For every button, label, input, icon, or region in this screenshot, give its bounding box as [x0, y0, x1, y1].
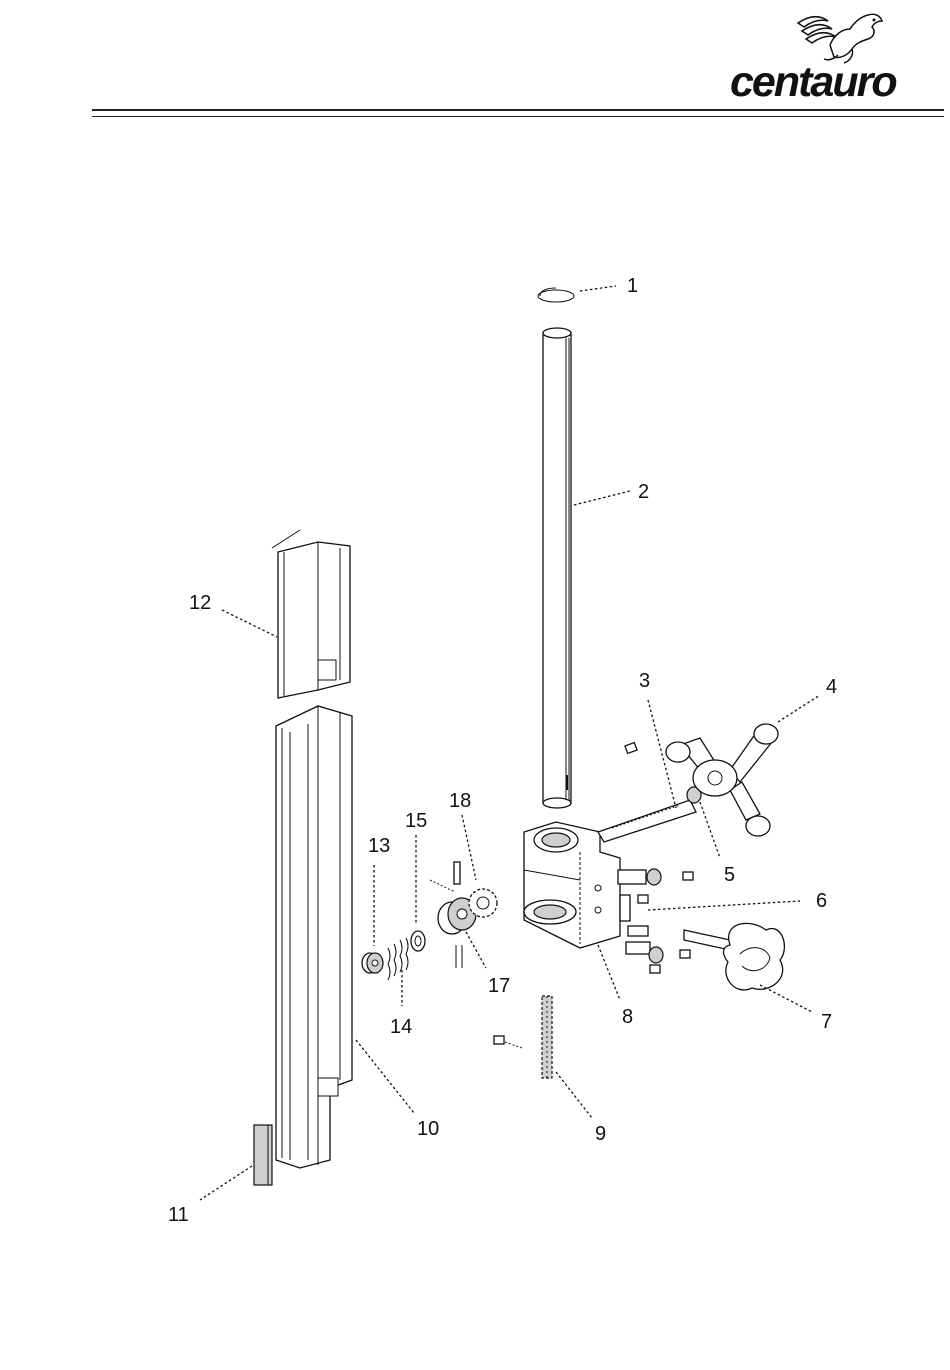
callout-5: 5: [724, 864, 735, 886]
part-knob: [680, 923, 784, 990]
part-chain: [494, 996, 552, 1078]
callout-12: 12: [189, 592, 211, 614]
callout-11: 11: [168, 1204, 189, 1226]
callout-10: 10: [417, 1118, 439, 1140]
callout-2: 2: [638, 481, 649, 503]
part-main-rail: [276, 706, 352, 1168]
callout-15: 15: [405, 810, 427, 832]
part-nut: [362, 953, 383, 973]
callout-17: 17: [488, 975, 510, 997]
callout-labels: 1 2 3 4 5 6 7 8 9 10 11 12 13 14 15 17 1…: [168, 275, 837, 1226]
part-column-tube: [543, 328, 571, 808]
part-washer: [411, 931, 425, 951]
callout-8: 8: [622, 1006, 633, 1028]
callout-9: 9: [595, 1123, 606, 1145]
callout-13: 13: [368, 835, 390, 857]
callout-14: 14: [390, 1016, 412, 1038]
callout-18: 18: [449, 790, 471, 812]
callout-4: 4: [826, 676, 837, 698]
callout-7: 7: [821, 1011, 832, 1033]
part-upper-rail: [272, 530, 350, 698]
part-end-plate: [254, 1125, 272, 1185]
part-circlip: [538, 288, 574, 302]
part-spring: [388, 938, 408, 980]
part-three-spoke-handle: [666, 724, 778, 836]
callout-6: 6: [816, 890, 827, 912]
part-pinion: [430, 880, 476, 968]
callout-3: 3: [639, 670, 650, 692]
callout-1: 1: [627, 275, 638, 297]
